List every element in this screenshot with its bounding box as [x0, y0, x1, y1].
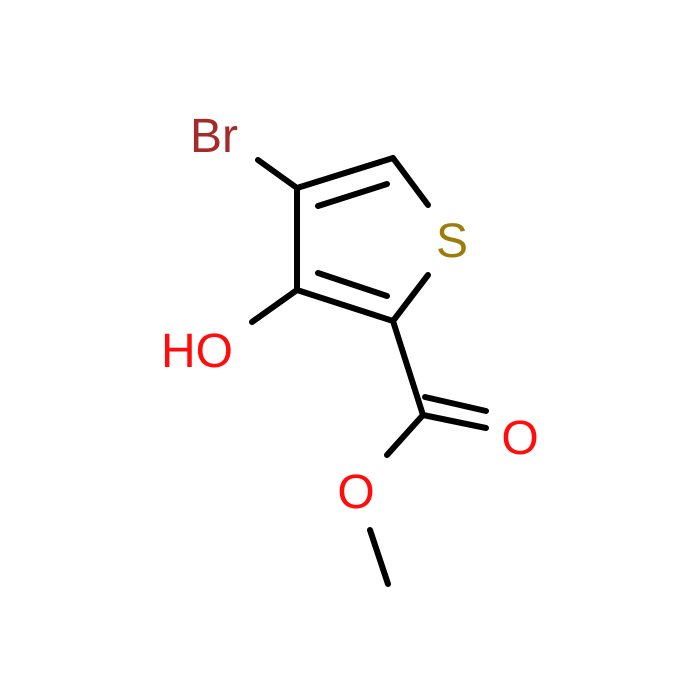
atom-s-label: S	[436, 215, 468, 268]
bond-c5-s	[390, 155, 431, 208]
bonds	[249, 155, 489, 587]
bond-c4-c5	[294, 155, 396, 191]
bond-carbonyl-1	[420, 412, 489, 431]
atom-br-label: Br	[190, 110, 238, 163]
bond-c2-carboxyl	[390, 318, 426, 418]
bond-ester-o-methyl	[367, 527, 391, 587]
bond-carboxyl-ester-o	[384, 412, 426, 458]
bond-c2-c3	[294, 287, 396, 324]
bond-c4-br	[255, 157, 300, 191]
atom-labels: Br S HO O O	[161, 110, 539, 519]
bond-c2-c3-inner	[315, 270, 390, 299]
atom-ester-o-label: O	[337, 466, 374, 519]
bond-s-c2	[390, 272, 431, 324]
bond-c4-c5-inner	[315, 181, 390, 209]
bond-c3-oh	[249, 287, 300, 325]
atom-oh-label: HO	[161, 325, 233, 378]
atom-carbonyl-o-label: O	[501, 412, 538, 465]
bond-carbonyl-2	[422, 394, 489, 414]
